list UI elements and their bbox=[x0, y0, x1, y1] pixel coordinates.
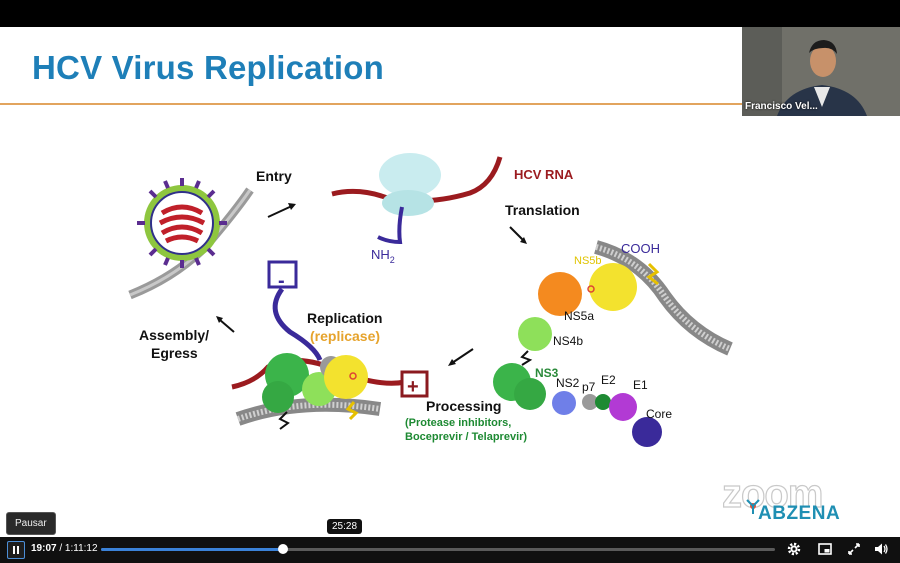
cooh-label: COOH bbox=[621, 241, 660, 256]
assembly-label-line2: Egress bbox=[151, 345, 198, 361]
fullscreen-icon[interactable] bbox=[846, 541, 862, 557]
progress-fill bbox=[101, 548, 283, 551]
participant-video[interactable]: Francisco Vel... bbox=[742, 27, 900, 116]
p7-label: p7 bbox=[582, 380, 596, 394]
pause-icon[interactable] bbox=[7, 541, 25, 559]
replicase-label: (replicase) bbox=[310, 328, 380, 344]
progress-bar[interactable] bbox=[101, 544, 775, 554]
slide-title: HCV Virus Replication bbox=[32, 49, 385, 86]
polyprotein-illustration bbox=[493, 240, 733, 447]
processing-arrow bbox=[451, 348, 474, 364]
virion-illustration bbox=[128, 178, 254, 300]
time-display: 19:07 / 1:11:12 bbox=[31, 543, 98, 554]
current-time: 19:07 bbox=[31, 543, 57, 554]
processing-label: Processing bbox=[426, 398, 501, 414]
ns4b-label: NS4b bbox=[553, 334, 583, 348]
ns5b-label: NS5b bbox=[574, 255, 602, 267]
abzena-logo-icon bbox=[746, 499, 760, 514]
time-separator: / bbox=[59, 543, 65, 554]
picture-in-picture-icon[interactable] bbox=[817, 541, 833, 557]
processing-sub1: (Protease inhibitors, bbox=[405, 417, 511, 429]
hover-time-preview: 25:28 bbox=[327, 519, 363, 534]
title-divider bbox=[0, 103, 742, 105]
nh2-label: NH2 bbox=[371, 247, 395, 265]
video-control-bar: 19:07 / 1:11:12 bbox=[0, 537, 900, 563]
total-time: 1:11:12 bbox=[64, 543, 98, 554]
translation-label: Translation bbox=[505, 202, 580, 218]
ns3-label: NS3 bbox=[535, 366, 559, 380]
settings-icon[interactable] bbox=[786, 541, 802, 557]
replication-label: Replication bbox=[307, 310, 382, 326]
volume-icon[interactable] bbox=[873, 541, 889, 557]
processing-sub2: Boceprevir / Telaprevir) bbox=[405, 431, 527, 443]
e2-label: E2 bbox=[601, 373, 616, 387]
assembly-label-line1: Assembly/ bbox=[139, 327, 209, 343]
ns5a-label: NS5a bbox=[564, 309, 594, 323]
core-label: Core bbox=[646, 407, 672, 421]
entry-label: Entry bbox=[256, 168, 292, 184]
ribosome-illustration bbox=[331, 153, 503, 245]
assembly-arrow bbox=[219, 319, 235, 333]
entry-arrow bbox=[267, 204, 295, 218]
progress-handle[interactable] bbox=[277, 544, 288, 554]
participant-name: Francisco Vel... bbox=[745, 101, 818, 112]
minus-strand-label: - bbox=[278, 270, 285, 292]
plus-strand-label: + bbox=[407, 376, 419, 398]
pause-tooltip: Pausar bbox=[6, 512, 56, 535]
zoom-watermark: zoom bbox=[721, 471, 824, 516]
replication-complex-illustration bbox=[231, 260, 429, 430]
hcv-replication-diagram: Entry NH2 HCV RNA Translation bbox=[128, 153, 733, 447]
participant-silhouette bbox=[742, 27, 900, 116]
hcv-rna-label: HCV RNA bbox=[514, 167, 574, 182]
ns2-label: NS2 bbox=[556, 376, 580, 390]
e1-label: E1 bbox=[633, 378, 648, 392]
translation-arrow bbox=[509, 226, 525, 242]
abzena-logo: ABZENA bbox=[758, 503, 841, 524]
